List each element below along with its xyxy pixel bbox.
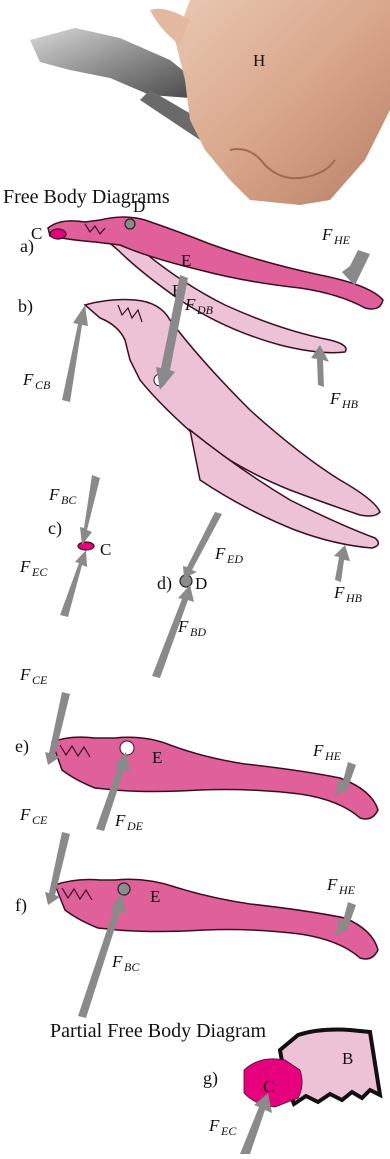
label-b-g: B [342,1049,353,1068]
svg-text:F: F [184,295,196,314]
svg-text:ED: ED [226,552,243,566]
heading-free-body: Free Body Diagrams [3,186,170,209]
heading-partial: Partial Free Body Diagram [50,1020,266,1043]
svg-text:HB: HB [341,397,359,411]
svg-text:HE: HE [333,233,351,247]
label-c-g: C [263,1077,274,1096]
svg-text:F: F [326,875,338,894]
svg-text:CB: CB [35,378,51,392]
svg-text:F: F [111,952,123,971]
svg-text:HE: HE [324,749,342,763]
svg-text:F: F [48,485,60,504]
pliers-photo-jaw [30,28,195,98]
force-ec-g: FEC [208,1116,237,1138]
diagram-c: c) C FBC FEC [19,475,111,617]
svg-text:CE: CE [32,673,48,687]
label-e: e) [15,736,29,757]
hole-e [120,741,134,755]
force-arrow-he-a [342,250,370,285]
svg-text:F: F [321,225,333,244]
label-b: b) [18,296,33,317]
svg-text:F: F [177,617,189,636]
svg-text:F: F [329,389,341,408]
label-c-c: C [100,540,111,559]
label-d: d) [157,573,172,594]
label-e-a: E [181,251,191,270]
svg-text:F: F [22,370,34,389]
svg-text:EC: EC [31,565,48,579]
svg-text:BC: BC [61,493,77,507]
label-e-f: E [150,887,160,906]
svg-text:BC: BC [124,960,140,974]
part-c-c [78,542,94,550]
svg-text:EC: EC [220,1124,237,1138]
diagram-a: a) C D E B FHE [20,197,383,353]
diagram-b: b) B FDB FCB FHB [18,275,380,516]
svg-text:DB: DB [196,303,214,317]
label-e-e: E [152,748,162,767]
force-arrow-ec-c [60,550,87,617]
svg-text:F: F [19,557,31,576]
label-c-a: C [31,224,42,243]
label-f: f) [15,895,27,916]
force-arrow-bc-c [80,475,100,545]
label-g: g) [203,1068,218,1089]
pin-d-f [118,883,130,895]
svg-text:F: F [312,741,324,760]
svg-text:HB: HB [345,591,363,605]
hand-photo: H [30,0,390,205]
svg-text:HE: HE [338,883,356,897]
part-c-a [50,229,66,239]
force-arrow-hb-d [334,545,350,582]
hand-label: H [253,51,265,70]
svg-text:BD: BD [190,625,206,639]
svg-text:F: F [114,811,126,830]
label-d-d: D [195,574,207,593]
svg-text:F: F [333,583,345,602]
svg-text:F: F [208,1116,220,1135]
svg-text:F: F [19,665,31,684]
svg-text:DE: DE [126,819,144,833]
svg-text:CE: CE [32,813,48,827]
label-c: c) [48,518,62,539]
pin-d-a [125,219,135,229]
svg-text:F: F [214,544,226,563]
svg-text:F: F [19,805,31,824]
force-arrow-cb [62,305,88,402]
hand-shape [175,0,390,205]
